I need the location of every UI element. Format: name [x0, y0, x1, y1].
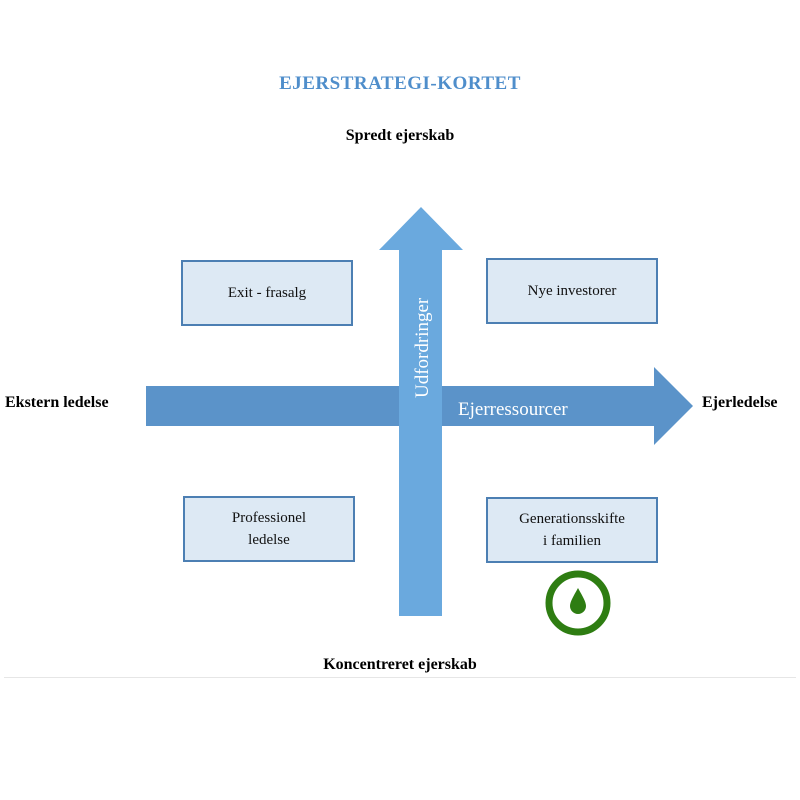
water-drop-icon — [545, 570, 611, 636]
top-axis-label: Spredt ejerskab — [345, 127, 455, 144]
divider — [4, 677, 796, 678]
quadrant-professionel-ledelse: Professionel ledelse — [183, 496, 355, 562]
left-axis-label: Ekstern ledelse — [5, 394, 109, 411]
quadrant-nye-investorer: Nye investorer — [486, 258, 658, 324]
vertical-arrow — [379, 207, 463, 616]
quadrant-exit-frasalg: Exit - frasalg — [181, 260, 353, 326]
bottom-axis-label: Koncentreret ejerskab — [323, 656, 477, 673]
diagram-title: EJERSTRATEGI-KORTET — [279, 73, 521, 94]
vertical-arrow-label: Udfordringer — [412, 297, 433, 398]
quadrant-generationsskifte: Generationsskifte i familien — [486, 497, 658, 563]
right-axis-label: Ejerledelse — [702, 394, 778, 411]
horizontal-arrow-label: Ejerressourcer — [458, 399, 568, 420]
